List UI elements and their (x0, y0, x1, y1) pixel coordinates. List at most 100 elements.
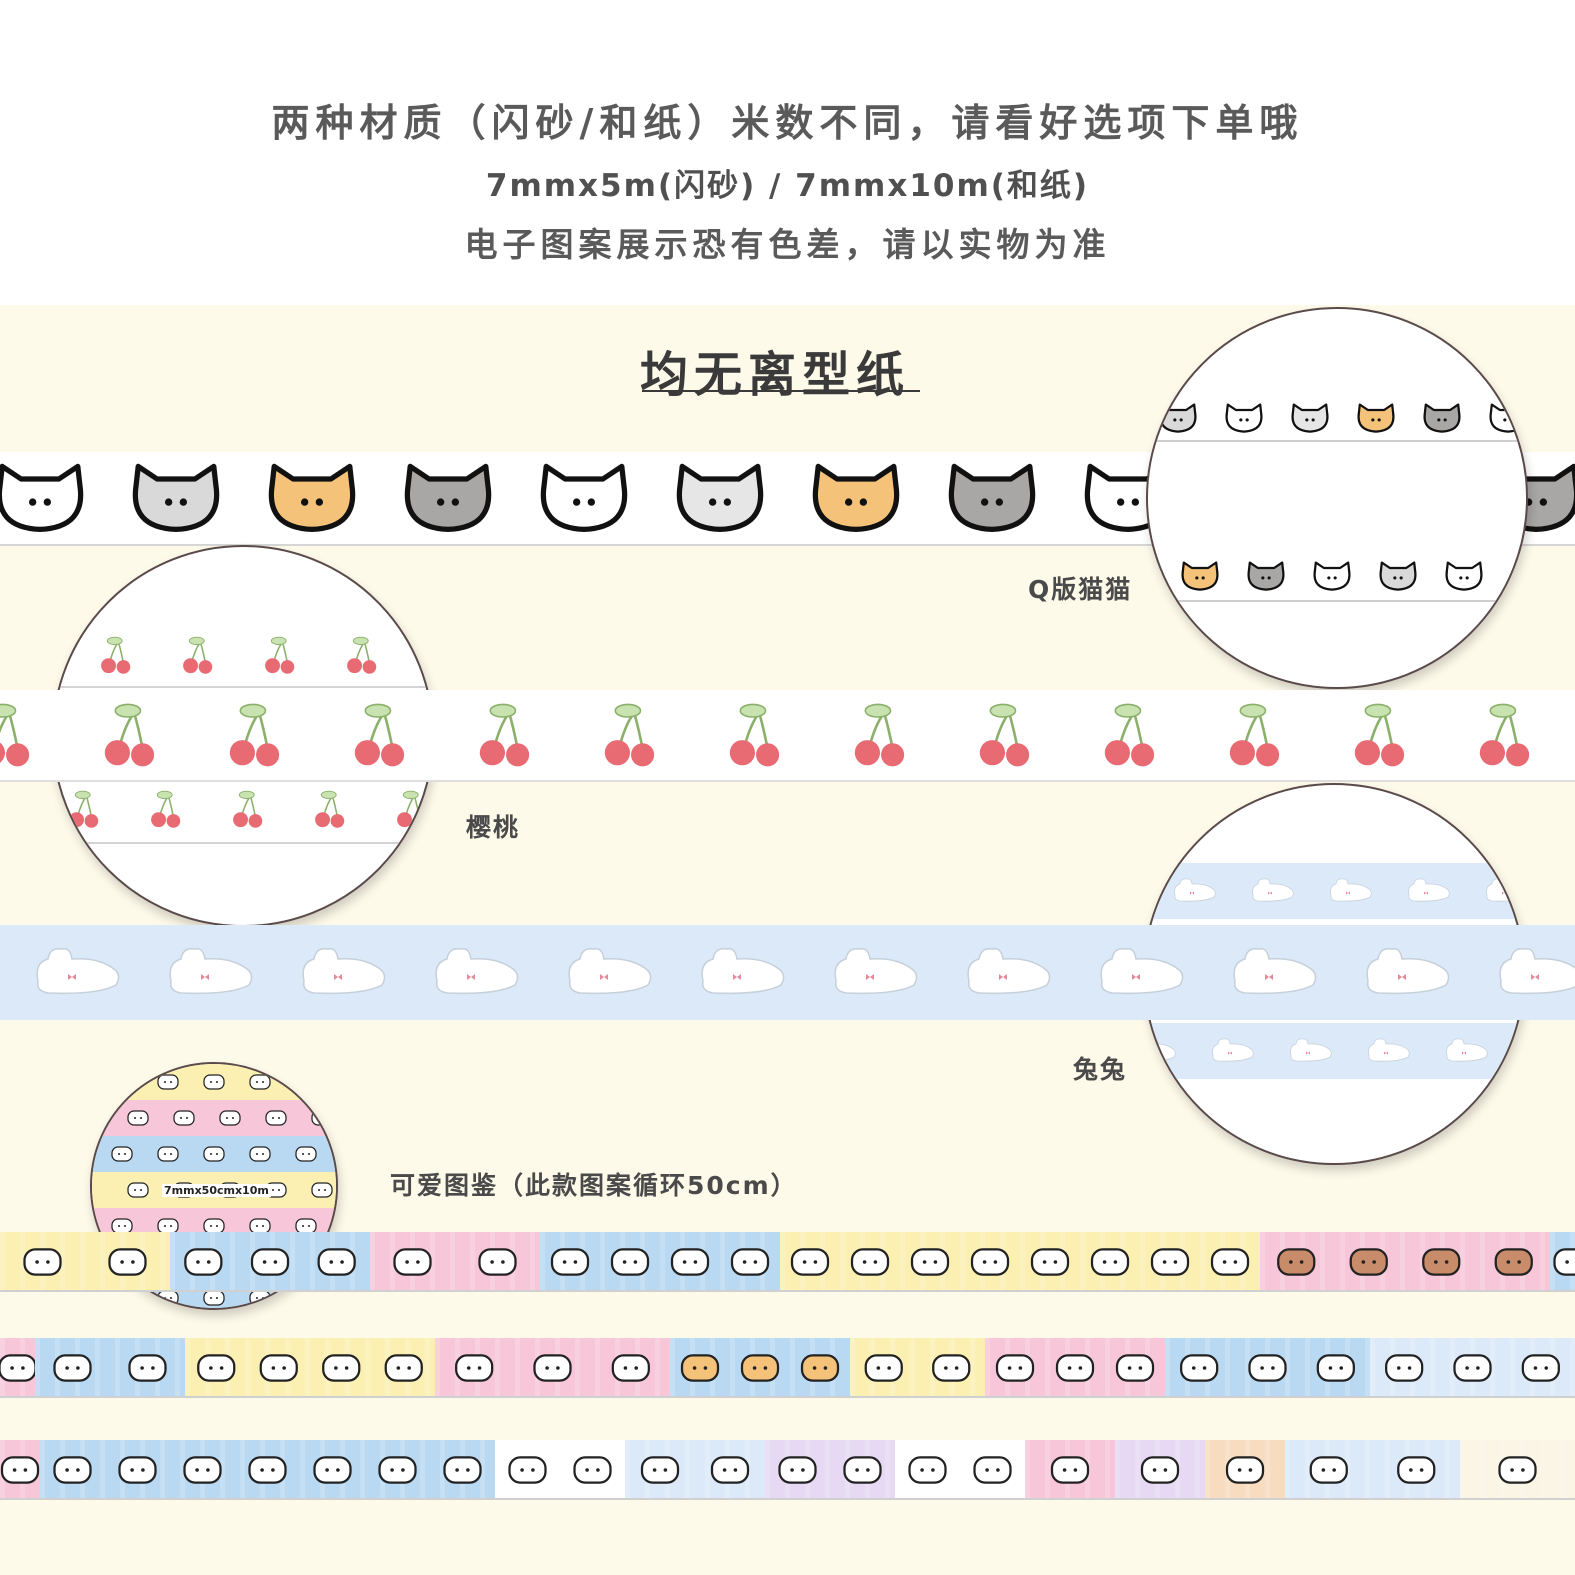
sticker-face-icon (295, 1074, 317, 1090)
size-spec: 7mmx5m(闪砂) / 7mmx10m(和纸) (485, 168, 1090, 204)
material-notice: 两种材质（闪砂/和纸）米数不同，请看好选项下单哦 (271, 101, 1304, 145)
sticker-face-icon (311, 1110, 333, 1126)
collection-tape-2 (0, 1338, 1575, 1398)
cherry-icon (1229, 703, 1280, 767)
cherry-icon (1354, 703, 1405, 767)
sticker-face-icon (800, 1354, 840, 1382)
sticker-face-icon (508, 1456, 547, 1484)
cherry-icon (979, 703, 1030, 767)
cat-head-icon (1159, 403, 1197, 433)
sticker-face-icon (219, 1110, 241, 1126)
collection-tape-1 (0, 1232, 1575, 1292)
sticker-face-icon (111, 1290, 133, 1306)
sticker-face-icon (197, 1354, 236, 1382)
sticker-face-icon (1115, 1354, 1155, 1382)
bunny-icon (834, 947, 918, 995)
sticker-face-icon (53, 1456, 92, 1484)
sticker-face-icon (378, 1456, 417, 1484)
cat-label: Q版猫猫 (1028, 575, 1133, 604)
cat-head-icon (1445, 561, 1483, 591)
sticker-face-icon (249, 1218, 271, 1234)
cherry-tape (0, 690, 1575, 782)
sticker-face-icon (295, 1146, 317, 1162)
sticker-face-icon (970, 1248, 1010, 1276)
cherry-icon (69, 790, 99, 828)
sticker-face-icon (259, 1354, 298, 1382)
cherry-icon (101, 636, 131, 674)
collection-tape-2-pattern (0, 1338, 1575, 1398)
cat-head-icon (1313, 561, 1351, 591)
section-title: 均无离型纸 (640, 347, 911, 403)
cat-head-icon (1247, 561, 1285, 591)
sticker-face-icon (1030, 1248, 1070, 1276)
collection-tape-3 (0, 1440, 1575, 1500)
sticker-face-icon (173, 1110, 195, 1126)
cat-head-icon (676, 463, 764, 533)
sticker-face-icon (203, 1218, 225, 1234)
bunny-icon (967, 947, 1051, 995)
sticker-face-icon (670, 1248, 710, 1276)
zoom-size-tag: 7mmx50cmx10m (162, 1184, 271, 1197)
bunny-icon (1233, 947, 1317, 995)
bunny-icon (36, 947, 120, 995)
sticker-face-icon (995, 1354, 1035, 1382)
sticker-face-icon (1090, 1248, 1130, 1276)
cherry-icon (397, 790, 427, 828)
cherry-icon (229, 703, 280, 767)
sticker-face-icon (1050, 1456, 1090, 1484)
sticker-face-icon (1150, 1248, 1190, 1276)
bunny-icon (1486, 878, 1523, 902)
sticker-face-icon (128, 1354, 167, 1382)
bunny-icon (1252, 878, 1294, 902)
cherry-icon (479, 703, 530, 767)
sticker-face-icon (1248, 1354, 1287, 1382)
sticker-face-icon (1309, 1456, 1348, 1484)
sticker-face-icon (111, 1218, 133, 1234)
sticker-face-icon (1316, 1354, 1355, 1382)
sticker-face-icon (23, 1248, 62, 1276)
bunny-icon (701, 947, 785, 995)
cherry-icon (347, 636, 377, 674)
sticker-face-icon (778, 1456, 817, 1484)
sticker-face-icon (248, 1456, 287, 1484)
sticker-face-icon (710, 1456, 750, 1484)
sticker-face-icon (740, 1354, 780, 1382)
sticker-face-icon (1397, 1456, 1436, 1484)
sticker-face-icon (311, 1182, 333, 1198)
sticker-face-icon (157, 1290, 179, 1306)
cherry-zoom-pattern (54, 636, 432, 844)
cat-zoom-pattern (1148, 403, 1526, 602)
color-disclaimer: 电子图案展示恐有色差，请以实物为准 (464, 225, 1111, 264)
sticker-face-icon (790, 1248, 830, 1276)
cat-head-icon (540, 463, 628, 533)
sticker-face-icon (249, 1290, 271, 1306)
cat-head-icon (132, 463, 220, 533)
sticker-face-icon (1277, 1248, 1316, 1276)
cherry-icon (104, 703, 155, 767)
collection-tape-1-pattern (0, 1232, 1575, 1292)
cherry-icon (854, 703, 905, 767)
sticker-face-icon (249, 1074, 271, 1090)
sticker-face-icon (108, 1248, 147, 1276)
sticker-face-icon (183, 1456, 222, 1484)
sticker-face-icon (550, 1248, 590, 1276)
bunny-icon (1145, 1038, 1176, 1062)
bunny-tape-pattern (0, 925, 1575, 1020)
sticker-face-icon (295, 1290, 317, 1306)
bunny-icon (568, 947, 652, 995)
cherry-icon (729, 703, 780, 767)
sticker-face-icon (295, 1218, 317, 1234)
sticker-face-icon (53, 1354, 92, 1382)
cherry-tape-pattern (0, 690, 1575, 782)
sticker-face-icon (118, 1456, 157, 1484)
bunny-icon (302, 947, 386, 995)
bunny-icon (1290, 1038, 1332, 1062)
sticker-face-icon (1349, 1248, 1388, 1276)
sticker-face-icon (317, 1248, 356, 1276)
sticker-face-icon (111, 1074, 133, 1090)
sticker-face-icon (250, 1248, 290, 1276)
collection-tape-3-pattern (0, 1440, 1575, 1500)
sticker-face-icon (249, 1146, 271, 1162)
sticker-face-icon (1553, 1248, 1575, 1276)
sticker-face-icon (680, 1354, 720, 1382)
